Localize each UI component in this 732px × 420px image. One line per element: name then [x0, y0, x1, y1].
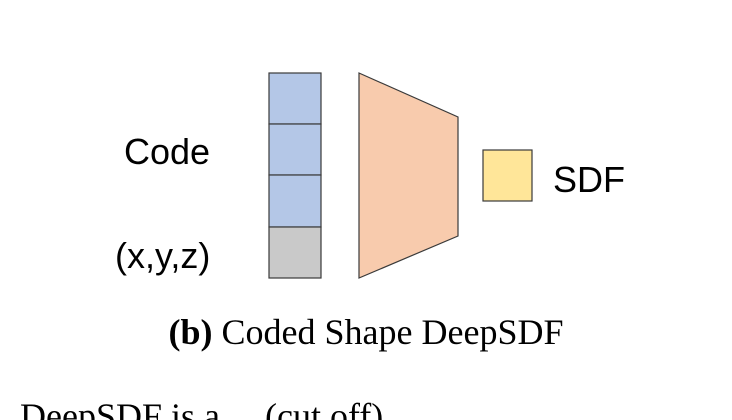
caption-text: Coded Shape DeepSDF — [221, 312, 564, 352]
code-label: Code — [124, 131, 211, 172]
code-cell-2 — [268, 123, 322, 176]
sdf-label: SDF — [553, 159, 625, 200]
xyz-label: (x,y,z) — [115, 235, 211, 276]
decoder-network-trapezoid — [358, 72, 459, 279]
caption-letter: (b) — [168, 312, 213, 352]
code-cell-1 — [268, 72, 322, 125]
figure-caption: (b) Coded Shape DeepSDF — [0, 314, 732, 350]
code-cell-3 — [268, 174, 322, 228]
cut-off-body-text: DeepSDF is a ... (cut off) — [20, 396, 384, 420]
xyz-cell — [268, 226, 322, 279]
sdf-output-box — [482, 149, 533, 202]
